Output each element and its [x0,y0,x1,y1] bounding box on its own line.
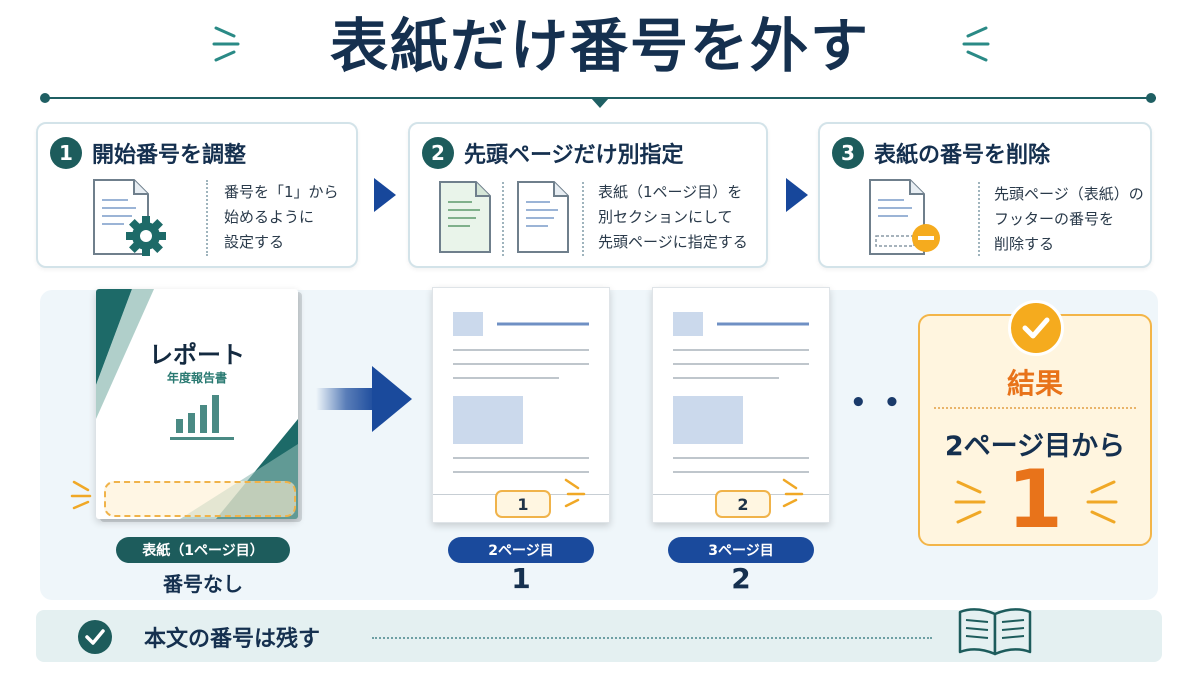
step-number: 2 [422,137,454,169]
emphasis-lines-icon [782,478,804,508]
divider [206,180,208,256]
step-description: 番号を「1」から 始めるように 設定する [224,183,339,251]
cover-subtitle: 年度報告書 [166,371,227,385]
divider [582,182,584,256]
arrow-right-icon [786,178,808,212]
document-icon [517,181,569,253]
arrow-right-icon [316,366,412,432]
emphasis-lines-icon [564,478,586,508]
bottom-note-text: 本文の番号は残す [144,627,321,652]
divider-notch [591,98,609,108]
page-2: 1 [432,287,610,523]
page-content-lines [673,312,809,473]
step-title: 先頭ページだけ別指定 [464,143,684,168]
step-title: 表紙の番号を削除 [874,143,1051,168]
page-title: 表紙だけ番号を外す [329,12,870,80]
result-title: 結果 [1006,367,1063,400]
document-settings-icon [93,179,166,256]
empty-footer-slot [104,481,296,517]
result-divider [934,407,1136,409]
step-description: 先頭ページ（表紙）の フッターの番号を 削除する [994,185,1144,253]
dotted-leader [372,637,932,639]
page-caption: 2 [731,562,751,595]
document-remove-icon [869,179,940,255]
emphasis-lines-icon [962,26,990,62]
check-icon [1008,300,1064,356]
page-3: 2 [652,287,830,523]
divider [978,182,980,256]
emphasis-lines-icon [70,480,92,510]
cover-document-icon [439,181,491,253]
result-subtitle: 2ページ目から [944,431,1126,462]
cover-label-pill: 表紙（1ページ目） [116,537,290,563]
result-number: 1 [1007,453,1063,546]
cover-title: レポート [149,341,245,369]
step-title: 開始番号を調整 [92,143,247,168]
step-number: 3 [832,137,864,169]
cover-caption: 番号なし [163,572,243,596]
emphasis-lines-icon [1086,480,1118,524]
step-card-3: 3 表紙の番号を削除 先頭ページ（表紙）の フッターの番号を 削除する [818,122,1152,268]
divider [502,182,504,256]
step-number: 1 [50,137,82,169]
divider-dot [40,93,50,103]
step-description: 表紙（1ページ目）を 別セクションにして 先頭ページに指定する [598,183,748,251]
open-book-icon [958,608,1032,656]
divider-dot [1146,93,1156,103]
step-card-1: 1 開始番号を調整 番号を「1」から 始めるように 設定する [36,122,358,268]
page-content-lines [453,312,589,473]
emphasis-lines-icon [212,26,240,62]
arrow-right-icon [374,178,396,212]
footer-page-number: 1 [495,490,551,518]
page-caption: 1 [511,562,531,595]
page-label-pill: 3ページ目 [668,537,814,563]
emphasis-lines-icon [954,480,986,524]
footer-page-number: 2 [715,490,771,518]
step-card-2: 2 先頭ページだけ別指定 表紙（1ページ目）を 別セクションにして 先頭ページに… [408,122,768,268]
check-icon [78,620,112,654]
page-label-pill: 2ページ目 [448,537,594,563]
bar-chart-icon [170,395,234,440]
